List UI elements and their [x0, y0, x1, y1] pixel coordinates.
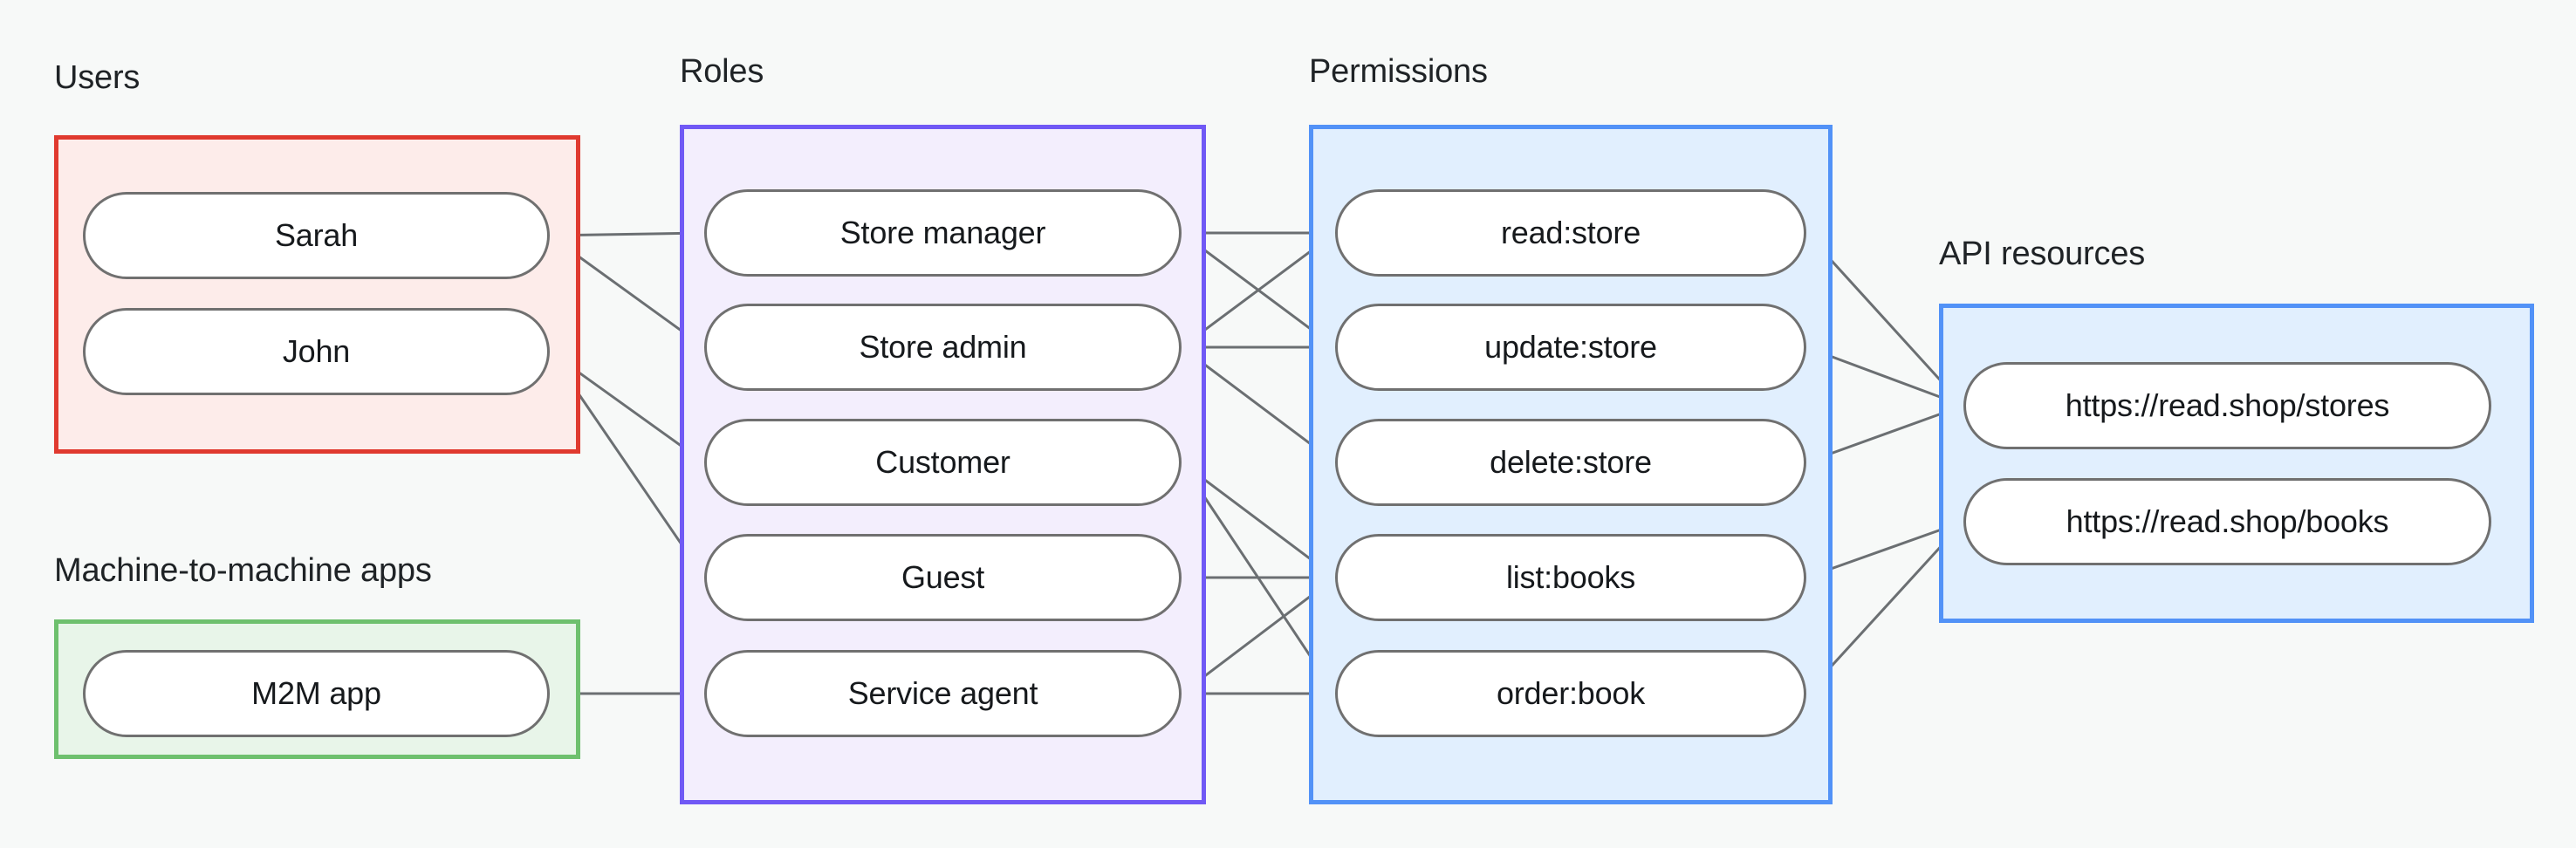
node-update-store[interactable]: update:store	[1335, 304, 1806, 391]
node-res-books[interactable]: https://read.shop/books	[1963, 478, 2491, 565]
node-list-books[interactable]: list:books	[1335, 534, 1806, 621]
node-sarah[interactable]: Sarah	[83, 192, 550, 279]
node-service-agent[interactable]: Service agent	[704, 650, 1182, 737]
group-title-api-resources: API resources	[1939, 236, 2146, 272]
node-store-manager[interactable]: Store manager	[704, 189, 1182, 277]
node-store-admin[interactable]: Store admin	[704, 304, 1182, 391]
node-john[interactable]: John	[83, 308, 550, 395]
node-delete-store[interactable]: delete:store	[1335, 419, 1806, 506]
group-title-permissions: Permissions	[1309, 53, 1488, 90]
group-box-api-resources	[1939, 304, 2534, 623]
group-title-users: Users	[54, 59, 140, 96]
node-guest[interactable]: Guest	[704, 534, 1182, 621]
node-res-stores[interactable]: https://read.shop/stores	[1963, 362, 2491, 449]
node-read-store[interactable]: read:store	[1335, 189, 1806, 277]
node-m2m-app[interactable]: M2M app	[83, 650, 550, 737]
node-order-book[interactable]: order:book	[1335, 650, 1806, 737]
group-title-m2m: Machine-to-machine apps	[54, 552, 432, 589]
group-title-roles: Roles	[680, 53, 764, 90]
node-customer[interactable]: Customer	[704, 419, 1182, 506]
group-box-users	[54, 135, 580, 454]
